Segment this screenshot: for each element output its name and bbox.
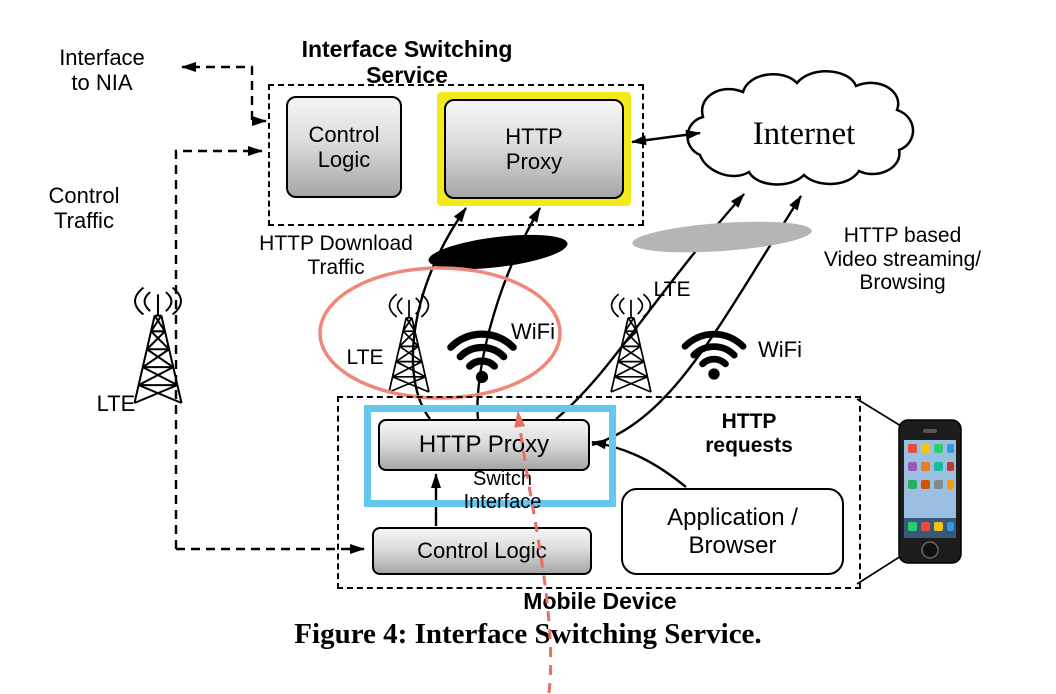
wifi-icon-right: [685, 334, 743, 380]
gray-traffic-ellipse: [632, 221, 812, 253]
internet-label: Internet: [752, 116, 856, 152]
diagram-title: Interface Switching Service: [301, 36, 513, 88]
lte-label-right: LTE: [653, 278, 691, 301]
mobile-http-proxy-box: HTTP Proxy: [378, 419, 590, 471]
iss-control-logic-box: Control Logic: [286, 96, 402, 198]
dashed-nia-path: [181, 62, 267, 126]
iss-http-proxy-highlight: HTTP Proxy: [437, 92, 631, 206]
http-based-video-label: HTTP based Video streaming/ Browsing: [823, 224, 982, 295]
lte-tower-icon-right: [610, 293, 652, 393]
black-traffic-ellipse: [428, 234, 568, 270]
smartphone-icon: [898, 419, 962, 564]
http-requests-label: HTTP requests: [705, 410, 793, 457]
lte-tower-icon-left: [133, 286, 183, 405]
mobile-http-proxy-label: HTTP Proxy: [418, 431, 550, 459]
curve-mobileproxy-to-issproxy-wifi: [476, 207, 542, 420]
curve-mobile-to-internet-lte: [555, 193, 745, 420]
application-browser-box: Application / Browser: [621, 488, 844, 575]
switch-interface-label: Switch Interface: [463, 468, 542, 513]
mobile-device-label: Mobile Device: [523, 588, 677, 614]
iss-http-proxy-label: HTTP Proxy: [505, 123, 563, 174]
mobile-control-logic-box: Control Logic: [372, 527, 592, 575]
interface-to-nia-label: Interface to NIA: [59, 45, 145, 95]
wifi-label-mid: WiFi: [511, 319, 555, 344]
lte-label-left: LTE: [96, 391, 136, 416]
application-browser-label: Application / Browser: [667, 503, 798, 559]
figure-caption: Figure 4: Interface Switching Service.: [294, 618, 762, 650]
iss-control-logic-label: Control Logic: [308, 121, 380, 172]
control-traffic-label: Control Traffic: [48, 183, 120, 233]
lte-label-mid: LTE: [346, 346, 384, 369]
http-download-traffic-label: HTTP Download Traffic: [259, 232, 413, 279]
phone-app-icons: [908, 444, 954, 531]
projection-lines: [856, 398, 902, 585]
wifi-label-right: WiFi: [758, 337, 802, 362]
lte-tower-icon-mid: [388, 293, 430, 393]
dashed-left-vertical-path: [174, 146, 263, 549]
iss-http-proxy-box: HTTP Proxy: [444, 99, 624, 199]
mobile-control-logic-label: Control Logic: [417, 538, 547, 564]
